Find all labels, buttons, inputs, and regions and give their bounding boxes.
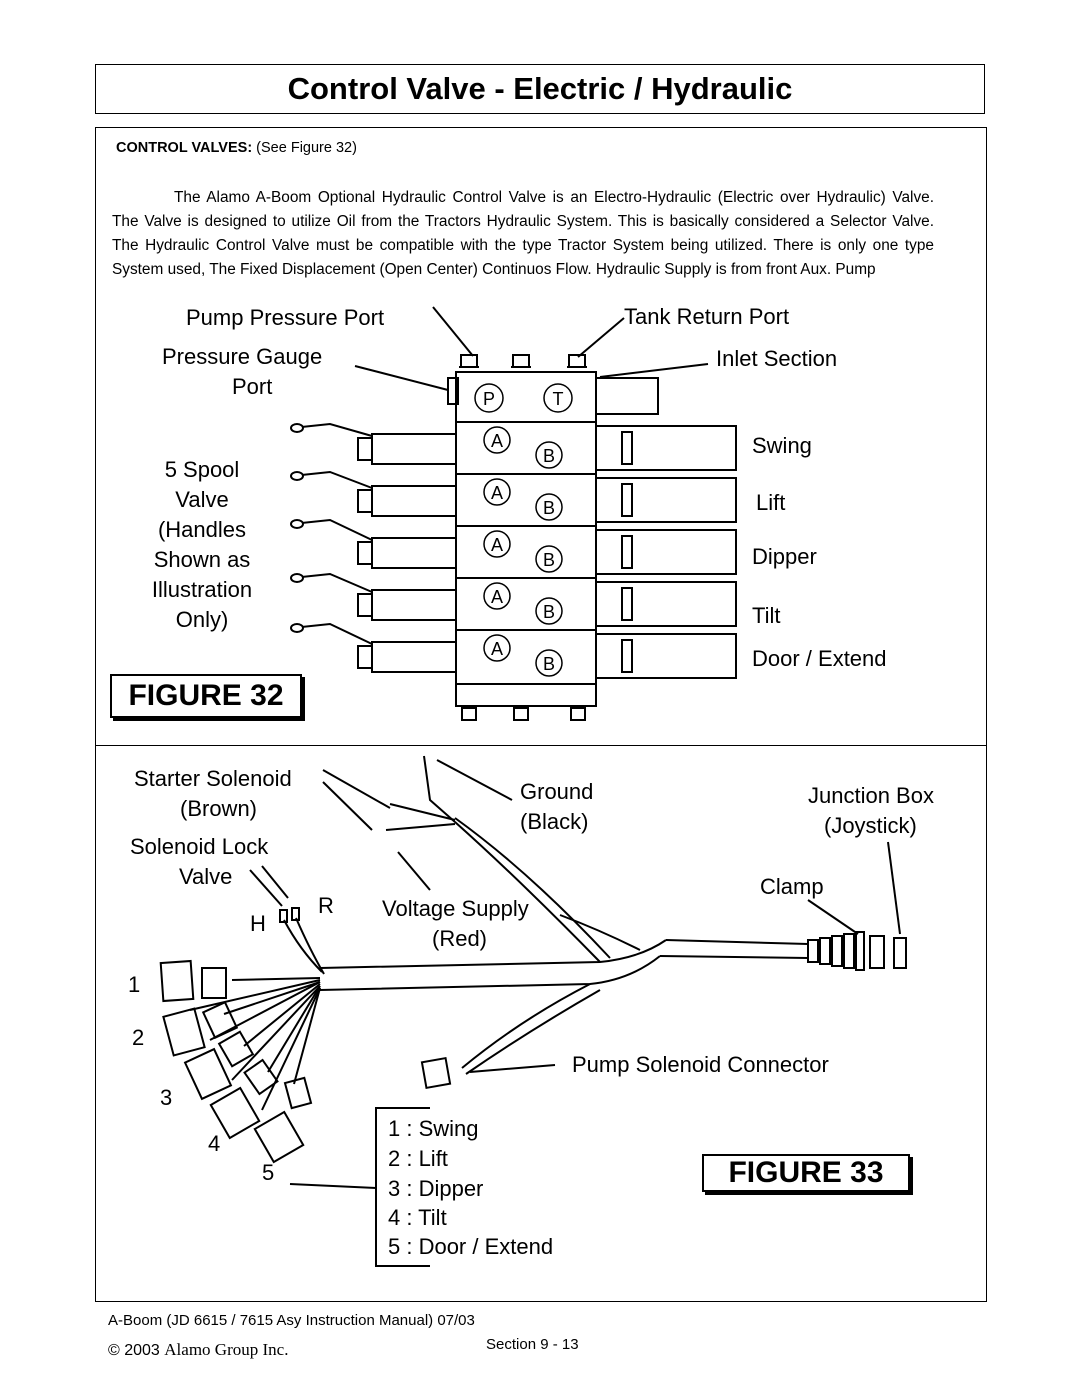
figure-divider xyxy=(95,745,987,746)
label-h: H xyxy=(250,911,266,936)
spool-text-5: Illustration xyxy=(151,577,253,602)
connector-number-1: 1 xyxy=(128,972,141,997)
footer-section-number: Section 9 - 13 xyxy=(486,1336,579,1353)
label-solenoid-lock: Solenoid Lock xyxy=(130,834,269,859)
port-a-label: A xyxy=(491,483,503,503)
copyright-year: © 2003 xyxy=(108,1342,160,1359)
port-b-label: B xyxy=(543,654,555,674)
label-pump-pressure-port: Pump Pressure Port xyxy=(186,305,385,330)
section-heading-ref: (See Figure 32) xyxy=(252,140,357,156)
legend-item-5: 5 : Door / Extend xyxy=(388,1234,554,1259)
label-pressure-gauge: Pressure Gauge xyxy=(162,344,323,369)
port-p-label: P xyxy=(483,389,495,409)
label-section-lift: Lift xyxy=(756,490,786,515)
spool-text-2: Valve xyxy=(175,487,229,512)
label-solenoid-lock-valve: Valve xyxy=(179,864,233,889)
label-clamp: Clamp xyxy=(760,874,824,899)
intro-paragraph-text: The Alamo A-Boom Optional Hydraulic Cont… xyxy=(112,189,934,278)
spool-text-1: 5 Spool xyxy=(164,457,240,482)
label-voltage-supply: Voltage Supply xyxy=(382,896,529,921)
spool-text-3: (Handles xyxy=(157,517,247,542)
figure-33-caption: FIGURE 33 xyxy=(702,1154,910,1192)
label-r: R xyxy=(318,893,334,918)
connector-number-2: 2 xyxy=(132,1025,145,1050)
label-section-dipper: Dipper xyxy=(752,544,817,569)
port-b-label: B xyxy=(543,498,555,518)
content-frame xyxy=(95,127,987,1302)
label-inlet-section: Inlet Section xyxy=(716,346,838,371)
label-pump-solenoid-connector: Pump Solenoid Connector xyxy=(572,1052,829,1077)
label-section-door-extend: Door / Extend xyxy=(752,646,887,671)
label-voltage-color: (Red) xyxy=(432,926,488,951)
port-a-label: A xyxy=(491,639,503,659)
label-starter-solenoid: Starter Solenoid xyxy=(134,766,292,791)
port-b-label: B xyxy=(543,602,555,622)
port-b-label: B xyxy=(543,550,555,570)
port-a-label: A xyxy=(491,431,503,451)
label-junction-box: Junction Box xyxy=(808,783,934,808)
spool-text-4: Shown as xyxy=(153,547,251,572)
connector-number-5: 5 xyxy=(262,1160,275,1185)
legend-item-3: 3 : Dipper xyxy=(388,1176,484,1201)
label-section-swing: Swing xyxy=(752,433,812,458)
footer-copyright: © 2003 Alamo Group Inc. xyxy=(108,1340,288,1360)
label-tank-return-port: Tank Return Port xyxy=(624,304,790,329)
section-heading-bold: CONTROL VALVES: xyxy=(116,140,253,156)
connector-number-4: 4 xyxy=(208,1131,221,1156)
figure-33-harness xyxy=(159,755,907,1267)
legend-item-2: 2 : Lift xyxy=(388,1146,448,1171)
page-title: Control Valve - Electric / Hydraulic xyxy=(287,71,793,106)
company-name: Alamo Group Inc. xyxy=(164,1340,289,1359)
port-t-label: T xyxy=(553,389,564,409)
figure-32-caption: FIGURE 32 xyxy=(110,674,302,718)
spool-caps xyxy=(595,425,737,679)
legend-item-4: 4 : Tilt xyxy=(388,1205,447,1230)
spool-text-6: Only) xyxy=(175,607,229,632)
label-starter-color: (Brown) xyxy=(180,796,258,821)
port-a-label: A xyxy=(491,587,503,607)
label-ground-color: (Black) xyxy=(520,809,589,834)
spool-handles xyxy=(290,422,457,673)
page-title-box: Control Valve - Electric / Hydraulic xyxy=(95,64,985,114)
intro-paragraph: The Alamo A-Boom Optional Hydraulic Cont… xyxy=(112,186,934,282)
label-ground: Ground xyxy=(520,779,594,804)
connector-number-3: 3 xyxy=(160,1085,173,1110)
legend-item-1: 1 : Swing xyxy=(388,1116,479,1141)
label-section-tilt: Tilt xyxy=(752,603,781,628)
port-a-label: A xyxy=(491,535,503,555)
section-heading: CONTROL VALVES: (See Figure 32) xyxy=(116,140,357,156)
port-b-label: B xyxy=(543,446,555,466)
footer-manual-title: A-Boom (JD 6615 / 7615 Asy Instruction M… xyxy=(108,1312,475,1329)
label-joystick: (Joystick) xyxy=(824,813,917,838)
label-5-spool-valve: 5 Spool Valve (Handles Shown as Illustra… xyxy=(140,455,264,635)
label-pressure-gauge-port: Port xyxy=(232,374,273,399)
